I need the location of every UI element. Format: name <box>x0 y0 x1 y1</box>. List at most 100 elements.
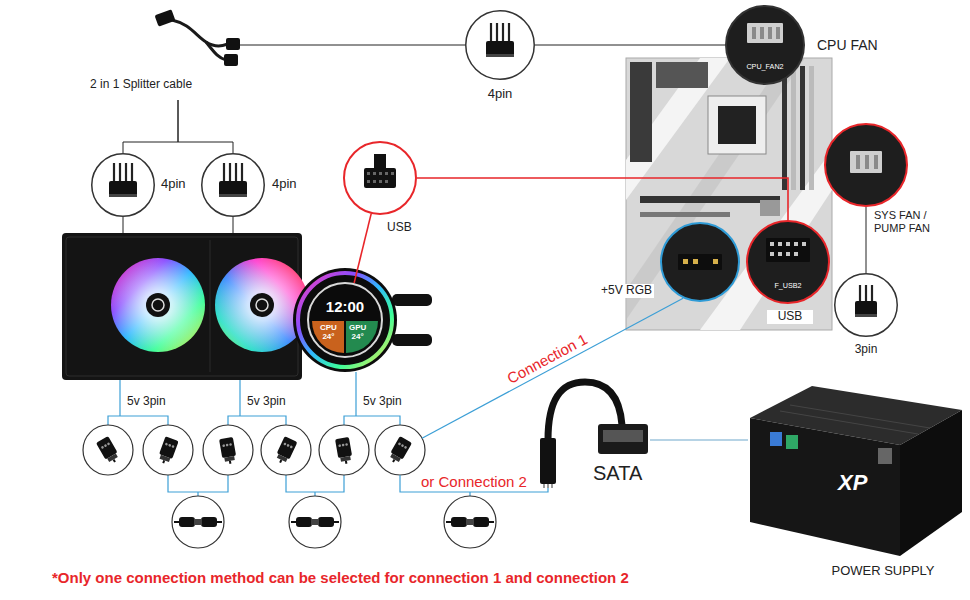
icon-wire <box>508 23 510 43</box>
icon-wire <box>502 23 504 43</box>
icon-wire <box>871 285 873 303</box>
connector-line <box>123 100 178 153</box>
power-supply-art <box>750 418 900 556</box>
icon-part <box>794 242 798 246</box>
motherboard <box>630 62 652 162</box>
leader-line <box>233 217 234 233</box>
argb-plug <box>157 436 179 465</box>
leader-line <box>123 217 124 233</box>
connector-circle <box>83 425 133 475</box>
argb-plug <box>387 436 412 466</box>
connector-icon <box>364 154 396 188</box>
splitter-cable-art <box>154 9 175 26</box>
splitter-cable-art <box>224 54 238 66</box>
node-outline <box>746 220 830 304</box>
connector-group: 5v 3pin <box>200 392 316 478</box>
callout-circle <box>747 221 829 303</box>
connector-callout: 3pin <box>834 273 898 337</box>
icon-wire <box>859 285 861 303</box>
note-text: *Only one connection method can be selec… <box>52 569 629 586</box>
motherboard <box>640 196 780 203</box>
connector-circle <box>444 496 496 548</box>
node-outline <box>91 153 155 217</box>
callout-circle <box>344 142 416 214</box>
silkscreen-label: CPU_FAN2 <box>725 63 805 71</box>
icon-part <box>855 314 877 317</box>
radiator <box>62 233 302 380</box>
power-supply-art <box>900 410 962 556</box>
argb-plug <box>387 436 412 466</box>
node-label: SATA <box>593 462 642 485</box>
node-label: SYS FAN / PUMP FAN <box>874 209 940 234</box>
icon-wire <box>131 163 133 183</box>
argb-plug <box>157 436 179 465</box>
argb-plug <box>291 517 339 527</box>
icon-part <box>865 155 869 169</box>
bracket-lines <box>168 475 228 492</box>
edge-label: Connection 1 <box>502 329 593 389</box>
motherboard <box>718 106 756 144</box>
argb-plug <box>335 437 353 465</box>
rgb-fan <box>215 258 309 352</box>
icon-wire <box>229 163 231 183</box>
rgb-fan <box>111 258 205 352</box>
icon-wire <box>496 23 498 43</box>
icon-part <box>768 27 772 39</box>
icon-wire <box>235 163 237 183</box>
connector-icon <box>855 285 877 317</box>
icon-part <box>678 254 722 270</box>
argb-plug <box>446 517 494 527</box>
icon-part <box>379 180 382 183</box>
connector-line <box>417 178 788 220</box>
icon-part <box>752 27 756 39</box>
node-label: +5V RGB <box>599 284 654 298</box>
connector-circle <box>375 425 425 475</box>
icon-wire <box>241 163 243 183</box>
pump-head <box>293 268 432 372</box>
icon-wire <box>113 163 115 183</box>
callout-circle <box>308 283 382 357</box>
connector-line <box>422 298 683 438</box>
icon-part <box>109 194 137 197</box>
callout-circle <box>835 274 898 337</box>
node-label: 5v 3pin <box>127 395 166 409</box>
argb-plug <box>335 437 353 465</box>
radiator <box>66 237 298 376</box>
sata-cable-art <box>551 484 553 488</box>
argb-plug <box>174 517 222 527</box>
silkscreen-label: F_USB2 <box>746 282 830 290</box>
connector-icon <box>850 151 882 173</box>
radiator <box>210 240 211 372</box>
icon-part <box>766 238 810 262</box>
icon-part <box>683 259 688 264</box>
connector-line <box>354 214 371 283</box>
brand-logo: XP <box>838 470 867 495</box>
sata-cable-art <box>543 484 545 488</box>
rgb-fan <box>146 293 170 317</box>
node-outline <box>834 273 898 337</box>
motherboard <box>809 66 814 190</box>
node-label: 4pin <box>465 87 535 102</box>
node-label: 4pin <box>272 177 297 192</box>
connector-circle <box>203 425 253 475</box>
pump-head <box>298 273 392 367</box>
node-outline <box>824 123 908 207</box>
icon-part <box>367 180 370 183</box>
rgb-fan <box>111 258 309 352</box>
icon-part <box>486 41 514 57</box>
icon-part <box>778 252 782 256</box>
icon-part <box>856 155 860 169</box>
icon-part <box>786 252 790 256</box>
icon-wire <box>125 163 127 183</box>
power-supply-art <box>770 432 782 446</box>
connector-circle <box>172 496 224 548</box>
icon-part <box>794 252 798 256</box>
connector-line <box>650 439 748 440</box>
display-segment <box>346 321 378 353</box>
node-outline <box>465 10 535 80</box>
rgb-fan <box>152 299 164 311</box>
splitter-cable-art <box>172 20 228 46</box>
icon-part <box>802 242 806 246</box>
connector-callout: 4pin <box>91 153 155 217</box>
splitter-cable-art <box>154 9 240 66</box>
